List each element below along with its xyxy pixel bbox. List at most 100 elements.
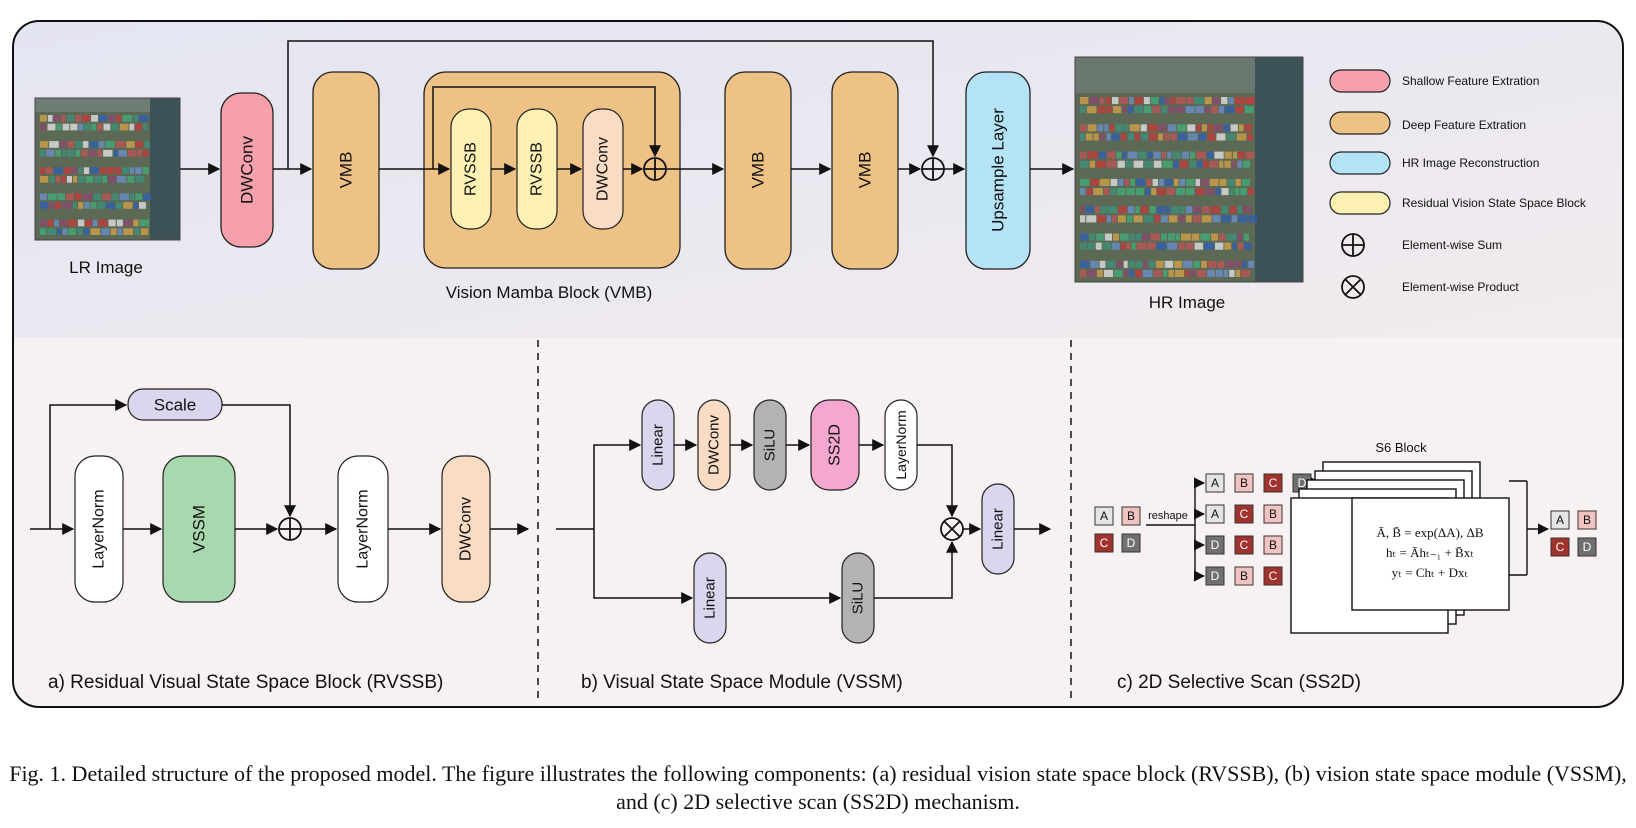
svg-text:C: C — [1269, 569, 1278, 583]
legend: Shallow Feature Extration Deep Feature E… — [1329, 69, 1587, 299]
panel-b-dwconv-label: DWConv — [706, 415, 723, 476]
legend-label-shallow: Shallow Feature Extration — [1402, 74, 1539, 88]
svg-text:C: C — [1269, 476, 1278, 490]
panel-a-layernorm-label-2: LayerNorm — [355, 489, 372, 568]
svg-text:D: D — [1211, 538, 1220, 552]
global-sum-icon — [921, 157, 945, 181]
legend-swatch-reconstruction — [1329, 151, 1391, 175]
panel-a: Scale LayerNorm VSSM LayerNorm DWConv a)… — [30, 388, 530, 693]
upsample-block — [965, 71, 1031, 270]
scan-token: D — [1205, 535, 1225, 555]
svg-text:B: B — [1240, 569, 1248, 583]
panel-b-silu-label-2: SiLU — [850, 582, 867, 615]
rvssb-label-1: RVSSB — [463, 142, 480, 196]
svg-text:B: B — [1269, 538, 1277, 552]
vmb-block-1 — [312, 71, 380, 270]
input-token: B — [1121, 506, 1141, 526]
legend-label-product: Element-wise Product — [1402, 280, 1519, 294]
lr-image-label: LR Image — [69, 258, 143, 277]
scan-token: C — [1263, 473, 1283, 493]
svg-text:B: B — [1269, 507, 1277, 521]
panel-a-dwconv-label: DWConv — [458, 497, 475, 561]
svg-text:B: B — [1240, 476, 1248, 490]
output-token: C — [1550, 537, 1570, 557]
svg-text:A: A — [1211, 476, 1219, 490]
output-token: B — [1577, 510, 1597, 530]
svg-text:A: A — [1100, 509, 1108, 523]
vmb-group-label: Vision Mamba Block (VMB) — [446, 283, 653, 302]
output-token: D — [1577, 537, 1597, 557]
s6-equation-1: Ā, B̄ = exp(ΔA), ΔB — [1376, 525, 1483, 540]
legend-label-sum: Element-wise Sum — [1402, 238, 1502, 252]
hr-image — [1074, 56, 1304, 283]
svg-text:C: C — [1240, 507, 1249, 521]
svg-text:D: D — [1211, 569, 1220, 583]
reshape-label: reshape — [1148, 510, 1188, 522]
scan-token: B — [1263, 504, 1283, 524]
legend-swatch-shallow — [1329, 69, 1391, 93]
lr-image — [34, 97, 181, 241]
legend-swatch-rvssb — [1329, 191, 1391, 215]
panel-c-merge-connectors — [1509, 480, 1550, 576]
panel-b: Linear DWConv SiLU SS2D LayerNorm Linear… — [556, 399, 1052, 693]
input-token: C — [1094, 533, 1114, 553]
shallow-dwconv-block — [220, 92, 274, 248]
ss2d-label: SS2D — [827, 424, 844, 466]
hr-image-label: HR Image — [1149, 293, 1226, 312]
figure-caption: Fig. 1. Detailed structure of the propos… — [9, 761, 1627, 814]
vmb-block-2 — [724, 71, 792, 270]
panel-a-connectors — [30, 399, 530, 535]
legend-product-icon — [1341, 275, 1365, 299]
input-token: D — [1121, 533, 1141, 553]
scan-token: C — [1234, 504, 1254, 524]
panel-b-linear-label-3: Linear — [990, 508, 1007, 550]
panel-b-silu-label-1: SiLU — [762, 429, 779, 462]
legend-swatch-deep — [1329, 111, 1391, 135]
output-token-grid: A B C D — [1550, 510, 1597, 557]
vmb-label-3: VMB — [856, 152, 875, 189]
scan-token: C — [1234, 535, 1254, 555]
scan-token: A — [1205, 473, 1225, 493]
vssm-label: VSSM — [190, 505, 209, 553]
vmb-label-2: VMB — [749, 152, 768, 189]
panel-b-linear-label-1: Linear — [650, 424, 667, 466]
svg-text:C: C — [1240, 538, 1249, 552]
scan-token: C — [1263, 566, 1283, 586]
scale-label: Scale — [154, 396, 197, 415]
vmb-label-1: VMB — [337, 152, 356, 189]
scan-token: B — [1234, 566, 1254, 586]
panel-a-layernorm-label-1: LayerNorm — [91, 489, 108, 568]
svg-text:D: D — [1298, 476, 1307, 490]
vmb-dwconv-label: DWConv — [595, 137, 612, 201]
s6-block-label: S6 Block — [1375, 440, 1427, 455]
vmb-block-3 — [831, 71, 899, 270]
svg-text:C: C — [1556, 540, 1565, 554]
architecture-diagram: LR Image HR Image DWConv VMB RVSSB RVSSB… — [12, 20, 1624, 708]
panel-b-connectors — [556, 439, 1052, 604]
legend-sum-icon — [1341, 233, 1365, 257]
svg-text:C: C — [1100, 536, 1109, 550]
panel-b-layernorm-label: LayerNorm — [893, 410, 909, 479]
svg-text:A: A — [1556, 513, 1564, 527]
output-token: A — [1550, 510, 1570, 530]
legend-label-rvssb: Residual Vision State Space Block — [1402, 196, 1587, 210]
svg-text:D: D — [1583, 540, 1592, 554]
vmb-sum-icon — [643, 157, 667, 181]
upsample-label: Upsample Layer — [989, 108, 1008, 232]
svg-text:B: B — [1583, 513, 1591, 527]
panel-c-title: c) 2D Selective Scan (SS2D) — [1117, 672, 1361, 693]
panel-a-sum-icon — [278, 517, 302, 541]
panel-b-linear-label-2: Linear — [702, 577, 719, 619]
legend-label-reconstruction: HR Image Reconstruction — [1402, 156, 1539, 170]
top-connectors — [180, 40, 1075, 175]
s6-equation-2: hₜ = Āhₜ₋₁ + B̄xₜ — [1386, 545, 1474, 560]
s6-equation-3: yₜ = Chₜ + Dxₜ — [1392, 565, 1469, 580]
panel-a-title: a) Residual Visual State Space Block (RV… — [48, 672, 443, 693]
panel-b-title: b) Visual State Space Module (VSSM) — [581, 672, 903, 693]
scan-token: D — [1205, 566, 1225, 586]
scan-token: A — [1205, 504, 1225, 524]
svg-text:D: D — [1127, 536, 1136, 550]
s6-block-stack — [1290, 461, 1510, 634]
